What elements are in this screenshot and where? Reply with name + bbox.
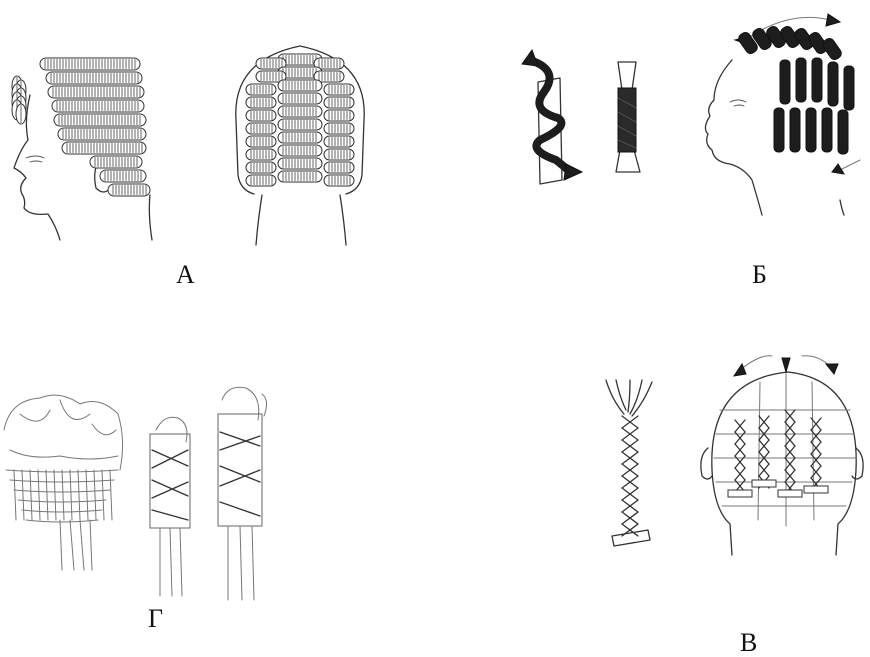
side-view-rollers — [12, 58, 150, 196]
label-a: А — [176, 262, 195, 288]
panel-b-drawing — [500, 0, 870, 250]
back-head-with-braids — [701, 356, 863, 555]
label-b: Б — [752, 262, 767, 288]
panel-g-drawing — [0, 370, 290, 610]
head-with-spiral-rods — [705, 14, 860, 215]
wrapped-strand-left — [150, 417, 190, 596]
panel-a-drawing — [0, 0, 400, 250]
panel-a: А — [0, 0, 400, 250]
panel-b: Б — [500, 0, 870, 250]
back-head-with-curlers — [4, 395, 123, 570]
label-v: В — [740, 630, 757, 656]
wrapped-rod — [616, 62, 640, 172]
label-g: Г — [148, 606, 163, 632]
panel-v-drawing — [590, 340, 870, 570]
panel-g: Г — [0, 370, 290, 655]
spiral-rod-with-arrow — [522, 50, 582, 184]
single-braid — [606, 380, 652, 546]
wrapped-strand-right — [218, 387, 267, 600]
panel-v: В — [590, 340, 870, 655]
back-view-rollers — [246, 54, 354, 186]
